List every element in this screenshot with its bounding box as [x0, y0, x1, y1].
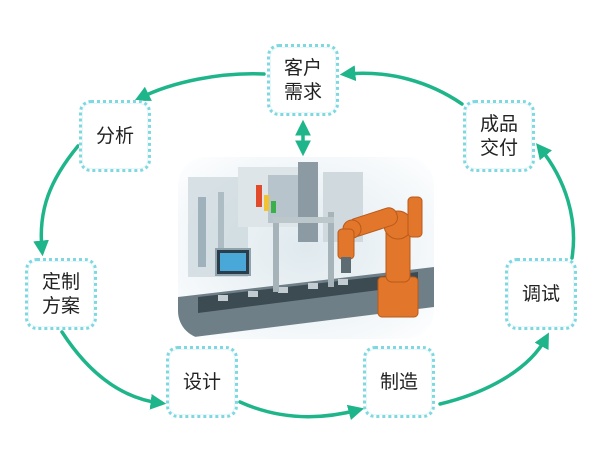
node-design-label: 设计: [182, 371, 221, 393]
arrow-delivery-to-demand: [339, 65, 464, 106]
factory-illustration: [178, 162, 434, 339]
arrow-analysis-to-plan: [33, 144, 80, 257]
node-custom-plan: 定制 方案: [25, 258, 97, 330]
node-debugging-label: 调试: [521, 283, 560, 305]
arrow-demand-to-analysis: [134, 71, 266, 101]
node-debugging: 调试: [505, 258, 577, 330]
node-custom-plan-label: 定制 方案: [41, 271, 80, 317]
node-product-delivery: 成品 交付: [463, 100, 535, 172]
node-manufacturing: 制造: [363, 346, 435, 418]
arrow-debug-to-delivery: [536, 143, 576, 260]
node-analysis: 分析: [79, 100, 151, 172]
arrow-design-to-make: [238, 400, 365, 421]
node-analysis-label: 分析: [95, 125, 134, 147]
factory-photo: [178, 157, 434, 339]
node-customer-demand: 客户 需求: [267, 44, 339, 116]
node-manufacturing-label: 制造: [379, 371, 418, 393]
node-customer-demand-label: 客户 需求: [283, 57, 322, 103]
robot-arm: [337, 207, 419, 318]
arrow-plan-to-design: [60, 330, 167, 410]
node-design: 设计: [166, 346, 238, 418]
arrow-make-to-debug: [438, 332, 549, 406]
node-product-delivery-label: 成品 交付: [479, 113, 518, 159]
